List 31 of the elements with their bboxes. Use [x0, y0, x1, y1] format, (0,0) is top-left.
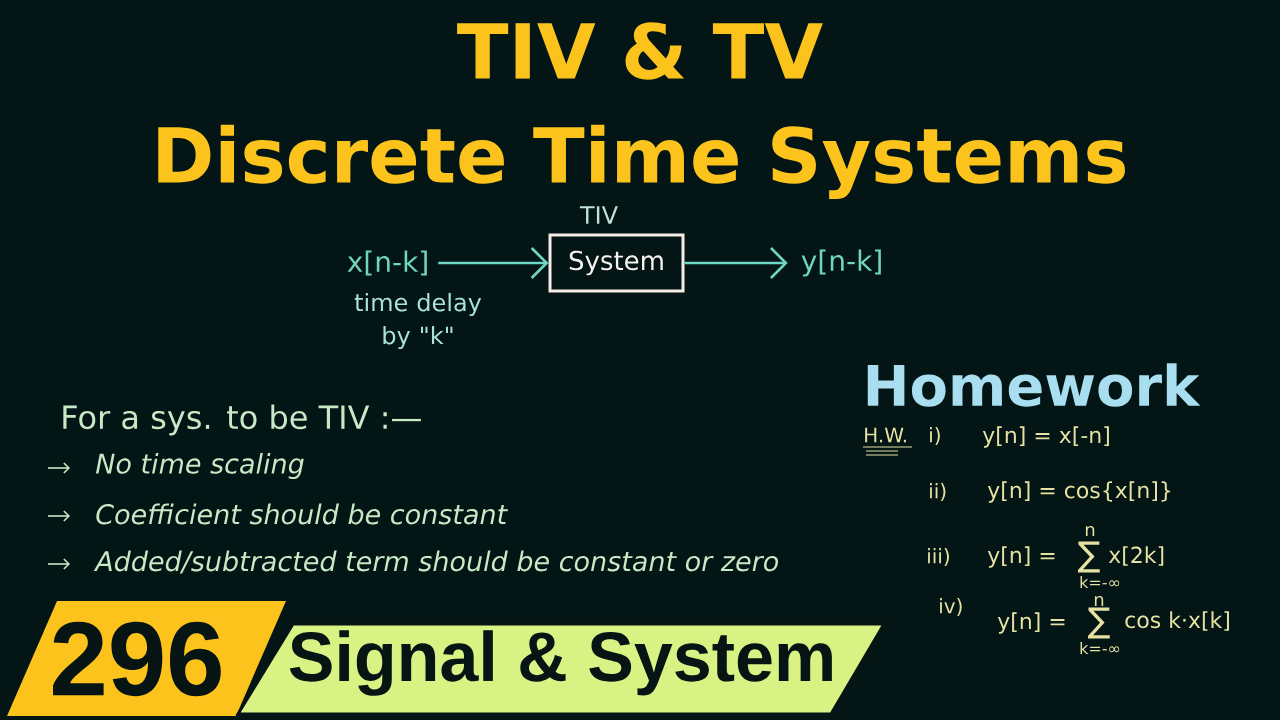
equation: cos k·x[k] [1125, 611, 1229, 631]
section-heading: Homework [867, 363, 1201, 407]
equation: y[n] = cos{x[n]} [987, 481, 1171, 503]
list-item: No time scaling [95, 452, 304, 480]
summation-limit: k=-∞ [1080, 575, 1120, 589]
summation-limit: k=-∞ [1080, 641, 1120, 655]
abbreviation: H.W. [865, 427, 906, 443]
item-number: iii) [928, 548, 949, 566]
equation: y[n] = x[-n] [982, 426, 1109, 448]
arrow [438, 247, 549, 279]
number-banner: 296 [7, 601, 286, 716]
summation-limit: n [1094, 595, 1104, 607]
annotation: time delay by "k" [354, 292, 482, 350]
box-heading: TIV [579, 206, 618, 224]
system-box: System [548, 233, 685, 293]
item-number: i) [930, 427, 940, 445]
list-item: Coefficient should be constant [96, 503, 509, 525]
title: TIV & TV Discrete Time Systems [158, 22, 1125, 199]
equation: y[n] = [987, 546, 1055, 568]
signal-label: y[n-k] [801, 249, 881, 277]
item-number: ii) [930, 483, 946, 501]
summation-sign: ∑ [1077, 541, 1100, 573]
signal-label: x[n-k] [347, 250, 427, 276]
condition-heading: For a sys. to be TIV :— [63, 404, 421, 436]
equation: y[n] = [997, 612, 1065, 634]
equation: x[2k] [1108, 546, 1164, 566]
list-item: Added/subtracted term should be constant or zero [93, 550, 779, 574]
summation-limit: n [1085, 525, 1095, 537]
arrow [684, 247, 788, 279]
item-number: iv) [940, 598, 962, 616]
summation-sign: ∑ [1087, 607, 1110, 639]
